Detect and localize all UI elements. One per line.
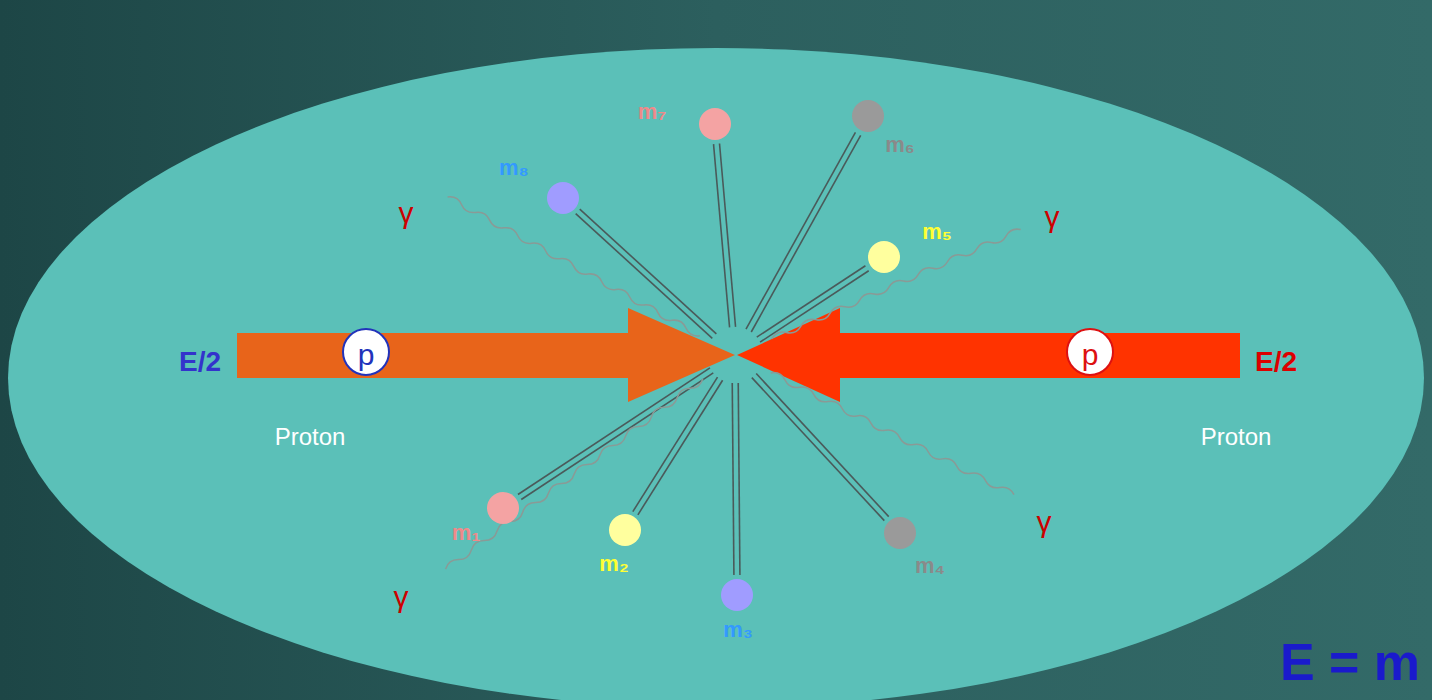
mass-label: m₅: [922, 221, 952, 243]
mass-label: m₇: [638, 101, 666, 123]
energy-label: E/2: [1255, 348, 1297, 376]
mass-label: m₃: [723, 619, 753, 641]
mass-label: m₆: [885, 134, 915, 156]
photon-symbol: γ: [1045, 202, 1060, 232]
particle-symbol: p: [358, 334, 375, 370]
event-ellipse: [8, 48, 1424, 700]
beam-arrow: [737, 308, 1240, 402]
energy-label: E/2: [179, 348, 221, 376]
photon-symbol: γ: [394, 582, 409, 612]
mass-label: m₁: [452, 522, 481, 544]
formula-text: E = m: [1280, 636, 1420, 688]
particle-dots: [487, 100, 916, 611]
particle-symbol: p: [1082, 334, 1099, 370]
particle-name: Proton: [1201, 425, 1272, 449]
particle-tracks: [518, 132, 889, 575]
mass-label: m₈: [499, 157, 529, 179]
photon-symbol: γ: [1037, 507, 1052, 537]
beam-arrow: [237, 308, 735, 402]
proton-circle: p: [342, 328, 390, 376]
photon-symbol: γ: [399, 198, 414, 228]
mass-label: m₄: [915, 555, 945, 577]
particle-name: Proton: [275, 425, 346, 449]
photon-lines: [444, 194, 1022, 571]
proton-circle: p: [1066, 328, 1114, 376]
mass-label: m₂: [599, 553, 628, 575]
